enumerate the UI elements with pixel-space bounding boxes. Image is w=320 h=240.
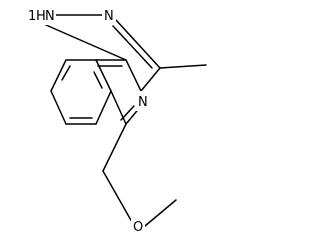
bond-inner-n2-c3 bbox=[112, 25, 153, 69]
bond-methyl bbox=[159, 64, 207, 69]
atom-label-nh-h: H bbox=[36, 9, 46, 24]
bond-inner-c9a-c9b bbox=[93, 71, 103, 89]
bond-o-ch3 bbox=[144, 199, 177, 227]
atom-label-nh-prefix: 1 bbox=[28, 9, 36, 24]
bond-c9c-c3a bbox=[125, 59, 142, 92]
bond-inner-n4-c5 bbox=[120, 105, 135, 121]
bond-c9c-n1 bbox=[45, 24, 127, 61]
atom-label-n-pyrazole: N bbox=[104, 9, 114, 24]
bond-c4-c3 bbox=[50, 59, 67, 92]
bond-inner-c4-c3 bbox=[61, 65, 71, 81]
bond-c9a-c5 bbox=[110, 90, 127, 125]
bond-lines bbox=[45, 14, 207, 227]
bond-c9a-c9b bbox=[95, 59, 112, 92]
bond-c5-ch2 bbox=[102, 123, 127, 172]
bond-c1-c9a bbox=[95, 90, 112, 125]
atom-label-oxygen: O bbox=[133, 220, 143, 235]
bond-n2-c3 bbox=[115, 19, 161, 69]
bond-c3-c3a bbox=[140, 67, 161, 92]
atom-labels: 1 H N N N O bbox=[26, 5, 150, 236]
atom-label-n-ring: N bbox=[138, 95, 148, 110]
atom-label-nh: N bbox=[45, 9, 55, 24]
bond-ch2-o bbox=[102, 170, 133, 223]
bond-c3-c2 bbox=[50, 90, 67, 125]
chemical-structure: 1 H N N N O bbox=[26, 5, 207, 236]
